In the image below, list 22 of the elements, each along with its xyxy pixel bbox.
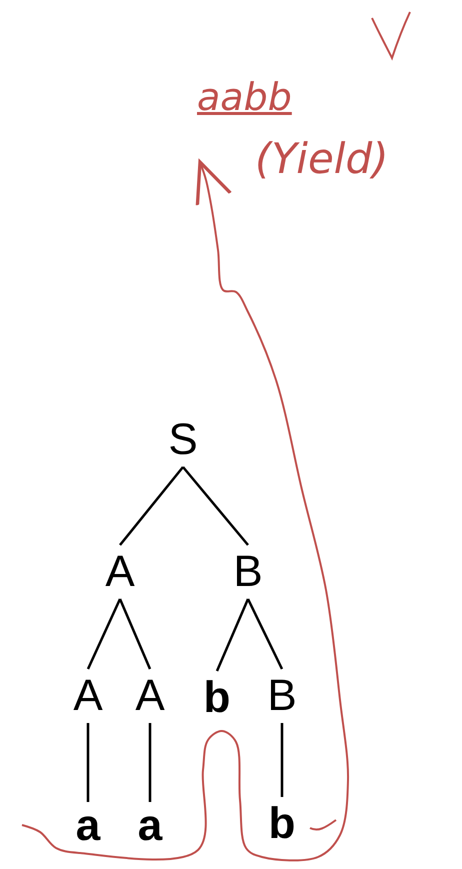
handwritten-note: aabb — [197, 78, 292, 116]
tree-branch — [216, 598, 250, 672]
tree-branch — [280, 723, 284, 797]
tree-symbol: A — [73, 674, 103, 718]
tree-symbol: A — [105, 550, 135, 594]
tree-branch — [119, 466, 184, 546]
tree-branch — [86, 723, 90, 802]
tree-branch — [182, 466, 249, 546]
tree-symbol: A — [135, 674, 165, 718]
tree-symbol: S — [168, 418, 198, 462]
tree-symbol: b — [204, 676, 230, 720]
tree-branch — [246, 598, 284, 670]
tree-branch — [86, 598, 122, 670]
handwritten-note: (Yield) — [255, 138, 389, 180]
tree-symbol: b — [268, 802, 296, 846]
tree-symbol: a — [76, 804, 100, 848]
tree-symbol: a — [138, 804, 162, 848]
tree-branch — [148, 723, 152, 802]
tree-symbol: B — [267, 674, 297, 718]
handwritten-arrow — [22, 160, 349, 862]
tree-symbol: B — [233, 550, 263, 594]
tree-branch — [118, 598, 152, 670]
